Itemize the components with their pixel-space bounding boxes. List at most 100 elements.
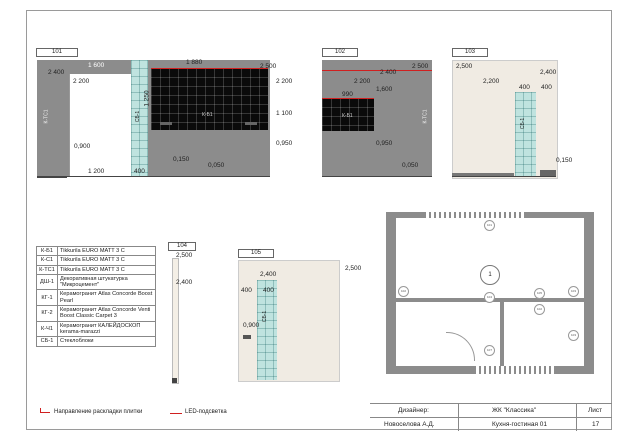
wall-panel-left [37, 60, 69, 177]
dim-2500: 2,500 [345, 265, 362, 272]
dim-2200-right: 2 200 [276, 78, 293, 85]
dim-0150: 0,150 [556, 157, 573, 164]
dim-1600: 1 600 [88, 62, 105, 69]
doorway [69, 74, 132, 177]
view-tag: 104 [484, 292, 495, 303]
backsplash-tile [151, 68, 268, 130]
dim-2500: 2 500 [260, 63, 277, 70]
view-label: 101 [36, 48, 78, 57]
designer-label: Дизайнер: [398, 407, 429, 414]
dim-400-b: 400 [541, 84, 552, 91]
designer-name: Новоселова А.Д. [384, 421, 435, 428]
view-tag: 102 [398, 286, 409, 297]
baseboard [452, 173, 514, 177]
dim-0950: 0,950 [276, 140, 293, 147]
legend-code: ДШ-1 [36, 273, 58, 291]
floor-line [452, 176, 556, 177]
title-block: Дизайнер: Новоселова А.Д. ЖК "Классика" … [370, 403, 612, 431]
dim-0950: 0,950 [376, 140, 393, 147]
glass-block-column [515, 92, 536, 177]
floor-line [37, 176, 270, 177]
dim-2400: 2,400 [260, 271, 277, 278]
socket-left [160, 122, 172, 125]
backsplash-tile [322, 98, 374, 131]
dim-2400: 2 400 [48, 69, 65, 76]
dim-400-a: 400 [519, 84, 530, 91]
glass-block-column [131, 60, 148, 177]
dim-1250: 1 250 [143, 90, 151, 107]
legend-code: К-Б1 [36, 245, 58, 257]
glass-block-column [257, 280, 277, 380]
window-top [426, 212, 526, 218]
zone-kts1: К-ТС1 [43, 109, 50, 124]
tile-direction-icon [40, 412, 50, 413]
wall-section [172, 258, 179, 384]
dim-2400: 2 400 [380, 69, 397, 76]
dim-0050: 0,050 [402, 162, 419, 169]
zone-sb1: СБ-1 [262, 310, 269, 323]
view-tag: 105 [534, 288, 545, 299]
dim-1100: 1 100 [276, 110, 293, 117]
legend-desc: Tikkurila EURO MATT 3 C [57, 245, 156, 257]
tile-direction-icon-stem [40, 408, 41, 413]
dim-2200: 2 200 [73, 78, 90, 85]
legend-desc: Tikkurila EURO MATT 3 C [57, 255, 156, 266]
dim-400-a: 400 [241, 287, 252, 294]
legend-desc: Стеклоблоки [57, 336, 156, 347]
view-label: 103 [452, 48, 488, 57]
legend-desc: Tikkurila EURO MATT 3 C [57, 264, 156, 275]
legend-code: КГ-2 [36, 305, 58, 322]
wall-panel [452, 60, 558, 179]
sheet-frame [26, 10, 612, 430]
view-tag: 107 [484, 345, 495, 356]
tile-direction-label: Направление раскладки плитки [54, 409, 143, 415]
view-tag: 103 [568, 286, 579, 297]
dim-2500: 2 500 [412, 63, 429, 70]
dim-2400: 2,400 [176, 279, 193, 286]
view-label: 104 [168, 242, 196, 251]
room-name: Кухня-гостиная 01 [492, 421, 548, 428]
window-lower [476, 366, 556, 374]
dim-2200: 2 200 [354, 78, 371, 85]
sheet-label: Лист [588, 407, 603, 414]
project-name: ЖК "Классика" [492, 407, 537, 414]
dim-1880: 1 880 [186, 59, 203, 66]
dim-400-b: 400 [263, 287, 274, 294]
socket-right [245, 122, 257, 125]
view-label: 102 [322, 48, 358, 57]
floor-line [322, 176, 432, 177]
zone-sb1: СБ-1 [135, 110, 142, 123]
zone-kts1: К-ТС1 [422, 109, 429, 124]
view-tag: 103 [568, 330, 579, 341]
dim-2200: 2,200 [483, 78, 500, 85]
dim-0050: 0,050 [208, 162, 225, 169]
floor-block [172, 378, 177, 383]
dim-2500: 2,500 [456, 63, 473, 70]
dim-990: 990 [342, 91, 353, 98]
legend-code: К-Ч1 [36, 320, 58, 338]
view-tag: 102 [534, 304, 545, 315]
led-strip [322, 70, 432, 71]
dim-1200: 1 200 [88, 168, 105, 175]
dim-400: 400 [134, 168, 145, 175]
dim-2400: 2,400 [540, 69, 557, 76]
legend-code: КГ-1 [36, 289, 58, 307]
led-line-icon [170, 413, 182, 414]
legend-code: К-ТС1 [36, 264, 58, 275]
dim-0900: 0,900 [243, 322, 260, 329]
led-label: LED-подсветка [185, 409, 227, 415]
socket [243, 335, 251, 339]
legend-code: СБ-1 [36, 336, 58, 347]
zone-kb1: К-Б1 [342, 113, 353, 119]
dim-0900: 0,900 [74, 143, 91, 150]
zone-sb1: СБ-1 [520, 117, 527, 130]
legend-desc: Керамогранит Atlas Concorde Boost Pearl [57, 289, 156, 307]
legend-code: К-С1 [36, 255, 58, 266]
